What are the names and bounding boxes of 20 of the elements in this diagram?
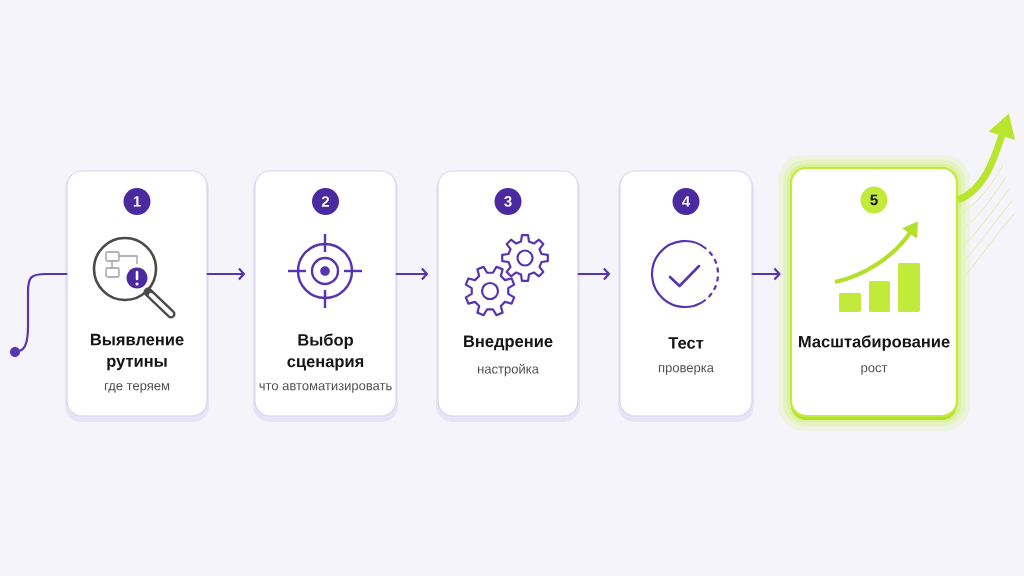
- number-badge: 2: [312, 187, 339, 215]
- step-title: Выбор сценария: [287, 333, 364, 371]
- step-subtitle: настройка: [478, 363, 539, 377]
- connector-line: [18, 272, 68, 352]
- arrow: [206, 267, 246, 281]
- number-badge: 4: [672, 187, 700, 215]
- arrow: [751, 267, 781, 281]
- arrow: [395, 267, 429, 281]
- step-subtitle: где теряем: [104, 383, 170, 393]
- step-title: Тест: [668, 337, 704, 349]
- number-badge: 1: [123, 187, 151, 215]
- step-title: Выявление рутины: [90, 333, 184, 371]
- step-title: Масштабирование: [799, 335, 950, 351]
- number-badge: 3: [494, 187, 522, 215]
- step-subtitle: проверка: [658, 365, 714, 375]
- step-subtitle: что автоматизировать: [259, 383, 392, 393]
- step-subtitle: рост: [861, 365, 888, 375]
- step-title: Внедрение: [464, 335, 553, 351]
- number-badge: 5: [860, 186, 888, 214]
- arrow: [577, 267, 611, 281]
